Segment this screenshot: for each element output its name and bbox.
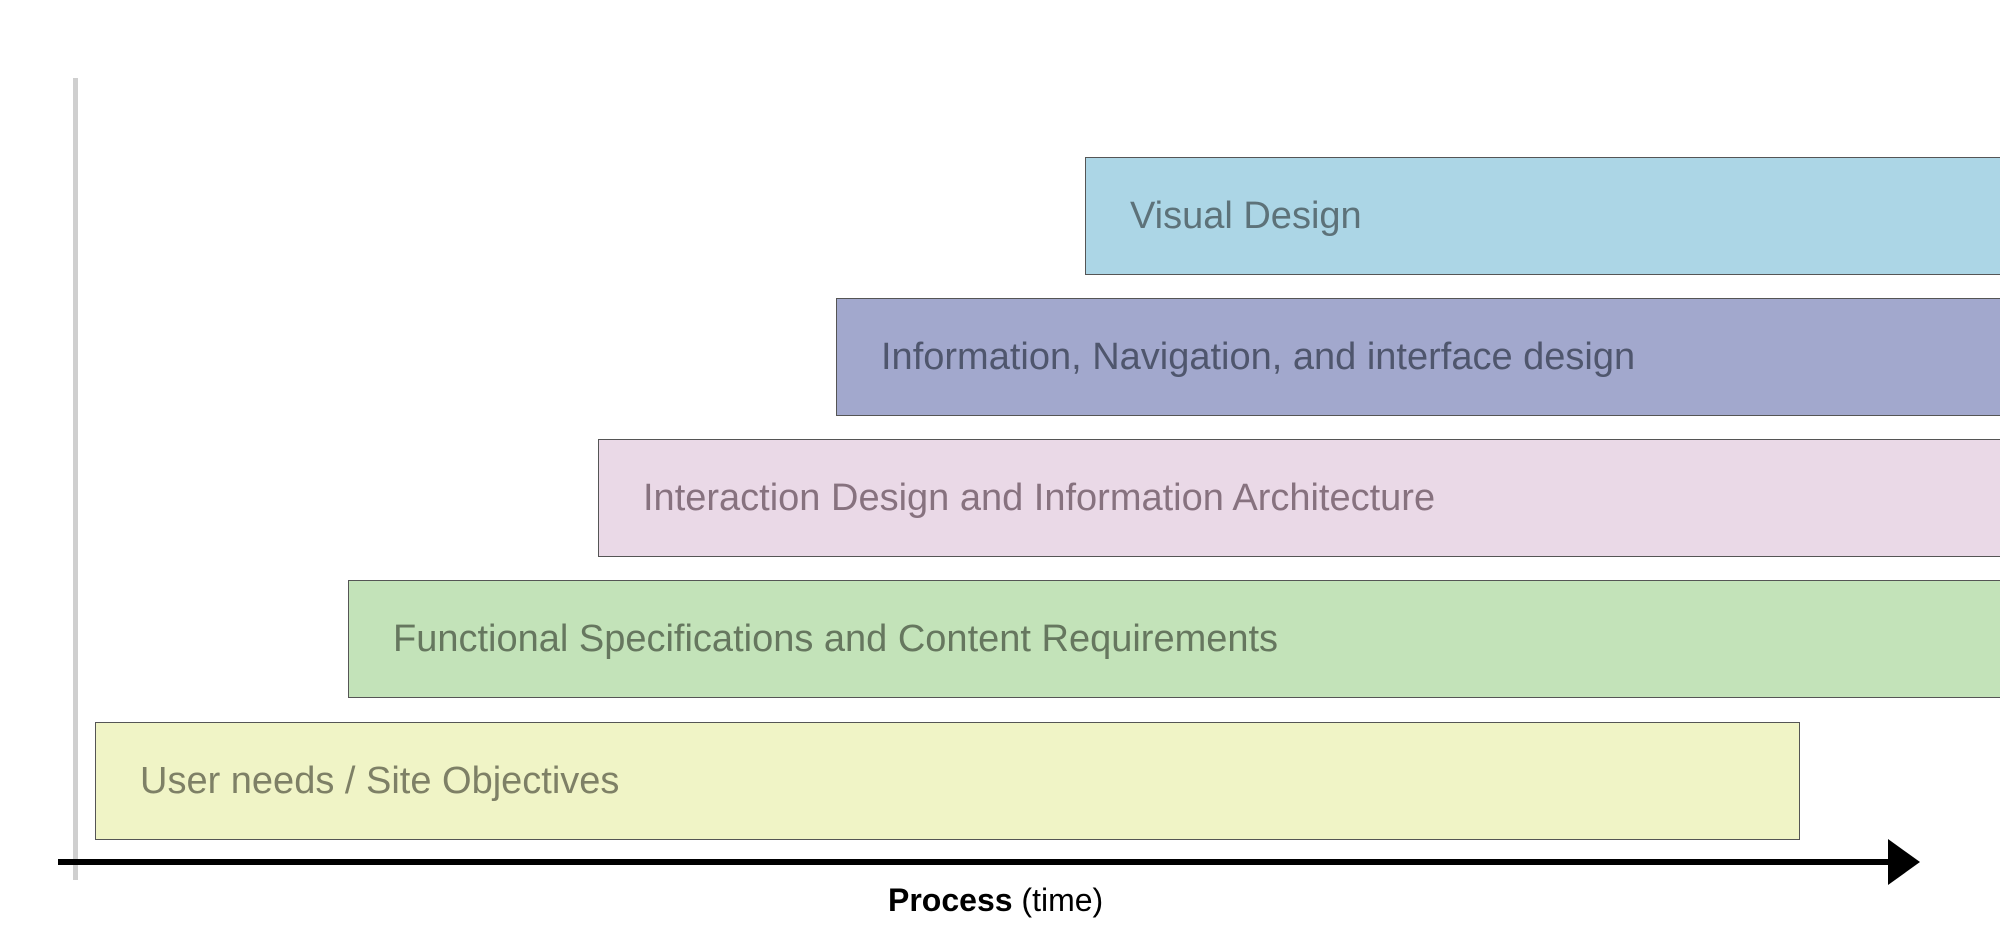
layer-visual-design: Visual Design: [1085, 157, 2000, 275]
layer-information-navigation-interface-design: Information, Navigation, and interface d…: [836, 298, 2000, 416]
layer-label: Interaction Design and Information Archi…: [643, 476, 1436, 519]
layer-label: Visual Design: [1130, 194, 1362, 237]
axis-label-bold: Process: [888, 882, 1013, 918]
layer-functional-specifications-content-requirements: Functional Specifications and Content Re…: [348, 580, 2000, 698]
layer-interaction-design-information-architecture: Interaction Design and Information Archi…: [598, 439, 2000, 557]
vertical-axis-line: [73, 78, 78, 880]
layer-label: User needs / Site Objectives: [140, 759, 620, 802]
layer-label: Functional Specifications and Content Re…: [393, 617, 1279, 660]
time-axis-line: [58, 859, 1898, 865]
axis-label-rest: (time): [1012, 882, 1104, 918]
layer-label: Information, Navigation, and interface d…: [881, 335, 1636, 378]
layer-user-needs-site-objectives: User needs / Site Objectives: [95, 722, 1800, 840]
arrow-right-icon: [1888, 839, 1920, 885]
